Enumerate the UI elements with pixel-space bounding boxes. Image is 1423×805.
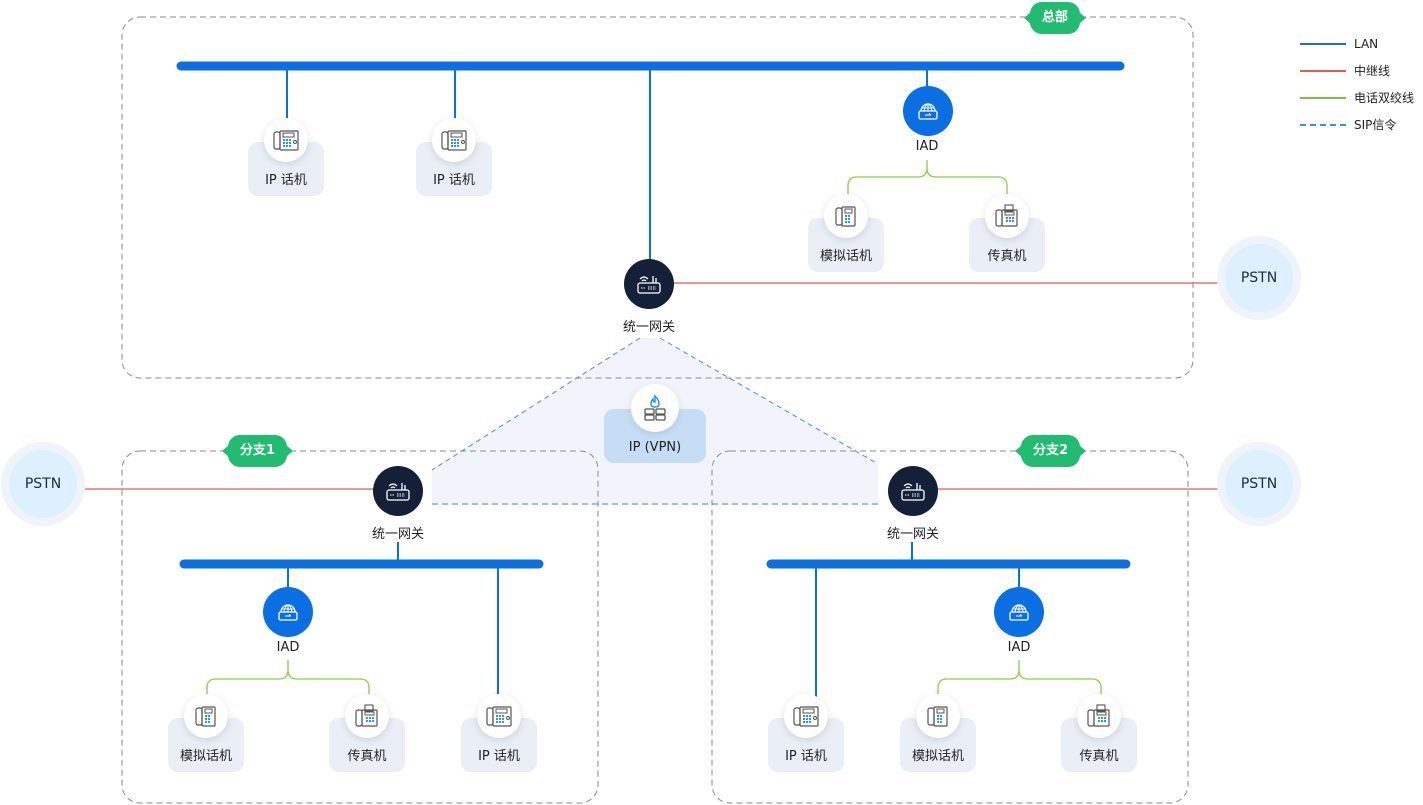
zone-tag-hq: 总部 [1023, 2, 1087, 34]
iad-device[interactable] [903, 86, 953, 136]
iad-label: IAD [1007, 640, 1031, 655]
ip-phone-icon [477, 694, 521, 738]
legend-swatch-sip [1300, 123, 1346, 126]
legend-label: SIP信令 [1354, 118, 1397, 132]
zone-tag-branch2: 分支2 [1014, 435, 1087, 467]
fax-icon [1077, 694, 1121, 738]
fax-icon [345, 694, 389, 738]
pstn-label: PSTN [9, 450, 77, 518]
vpn-label: IP (VPN) [628, 440, 682, 455]
pstn-label: PSTN [1225, 244, 1293, 312]
legend-label: 电话双绞线 [1354, 91, 1415, 105]
legend-item-twisted-pair: 电话双绞线 [1300, 84, 1414, 111]
device-card-ip-phone[interactable]: IP 话机 [768, 694, 844, 772]
legend-swatch-lan [1300, 42, 1346, 45]
twisted-pair-hq [847, 160, 1008, 196]
device-label: 传真机 [987, 249, 1027, 264]
router-icon [386, 483, 410, 501]
device-label: 传真机 [347, 749, 387, 764]
device-card-fax[interactable]: 传真机 [1061, 694, 1137, 772]
globe-router-icon [1009, 604, 1029, 621]
router-icon [637, 276, 661, 294]
device-card-fax[interactable]: 传真机 [969, 194, 1045, 272]
twisted-pair-b1 [206, 660, 370, 698]
device-card-analog-phone[interactable]: 模拟话机 [808, 194, 884, 272]
pstn-node-hq[interactable]: PSTN [1217, 236, 1301, 320]
device-label: 模拟话机 [819, 249, 872, 264]
analog-phone-icon [184, 694, 228, 738]
legend-item-lan: LAN [1300, 30, 1414, 57]
legend-label: LAN [1354, 36, 1379, 51]
device-label: 模拟话机 [911, 749, 964, 764]
iad-device[interactable] [994, 587, 1044, 637]
gateway-label: 统一网关 [371, 527, 424, 542]
device-label: IP 话机 [433, 173, 475, 188]
unified-gateway-hq[interactable] [624, 259, 674, 309]
globe-router-icon [918, 103, 938, 120]
unified-gateway-branch1[interactable] [373, 466, 423, 516]
twisted-pair-b2 [937, 660, 1102, 698]
iad-label: IAD [915, 139, 939, 154]
iad-device[interactable] [263, 587, 313, 637]
gateway-label: 统一网关 [886, 527, 939, 542]
iad-label: IAD [276, 640, 300, 655]
analog-phone-icon [824, 194, 868, 238]
firewall-icon [631, 384, 679, 432]
zone-tag-branch1: 分支1 [221, 435, 294, 467]
device-card-fax[interactable]: 传真机 [329, 694, 405, 772]
device-card-ip-phone[interactable]: IP 话机 [461, 694, 537, 772]
legend-item-sip: SIP信令 [1300, 111, 1414, 138]
device-label: IP 话机 [785, 749, 827, 764]
device-label: 模拟话机 [179, 749, 232, 764]
unified-gateway-branch2[interactable] [888, 466, 938, 516]
legend-swatch-twisted-pair [1300, 96, 1346, 99]
pstn-label: PSTN [1225, 450, 1293, 518]
legend-swatch-trunk [1300, 69, 1346, 72]
zone-boundary-hq [121, 16, 1194, 379]
ip-phone-icon [784, 694, 828, 738]
pstn-node-branch1[interactable]: PSTN [1, 442, 85, 526]
device-label: IP 话机 [265, 173, 307, 188]
pstn-node-branch2[interactable]: PSTN [1217, 442, 1301, 526]
device-label: IP 话机 [478, 749, 520, 764]
legend-item-trunk: 中继线 [1300, 57, 1414, 84]
ip-phone-icon [264, 118, 308, 162]
router-icon [901, 483, 925, 501]
device-label: 传真机 [1079, 749, 1119, 764]
legend: LAN 中继线 电话双绞线 SIP信令 [1300, 30, 1414, 138]
gateway-label: 统一网关 [622, 320, 675, 335]
ip-phone-icon [432, 118, 476, 162]
globe-router-icon [278, 604, 298, 621]
device-card-analog-phone[interactable]: 模拟话机 [900, 694, 976, 772]
sip-line-hq-b2 [659, 337, 879, 465]
zone-boundary-branch2 [711, 450, 1189, 804]
analog-phone-icon [916, 694, 960, 738]
fax-icon [985, 194, 1029, 238]
device-card-ip-phone[interactable]: IP 话机 [248, 118, 324, 196]
device-card-analog-phone[interactable]: 模拟话机 [168, 694, 244, 772]
legend-label: 中继线 [1354, 64, 1391, 78]
vpn-cloud[interactable]: IP (VPN) [604, 384, 706, 463]
device-card-ip-phone[interactable]: IP 话机 [416, 118, 492, 196]
zone-boundary-branch1 [121, 450, 599, 804]
